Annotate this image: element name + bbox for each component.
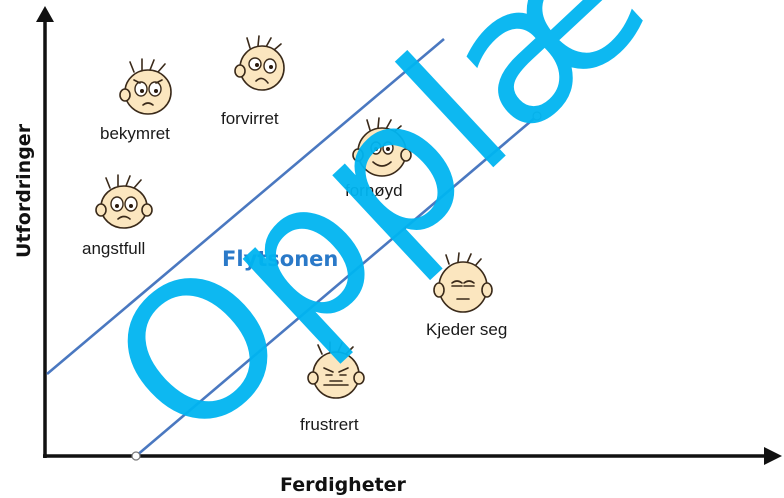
lower-line-end-handle — [532, 111, 542, 121]
worried-face-icon — [119, 58, 172, 115]
y-axis-title: Utfordringer — [13, 123, 35, 258]
flow-zone-label: Flytsonen — [222, 247, 338, 271]
confused-face-icon — [234, 35, 285, 91]
emotion-label-bekymret: bekymret — [100, 124, 170, 143]
lower-line-start-handle — [131, 451, 141, 461]
bored-face-icon — [433, 252, 493, 313]
frustrated-face-icon — [307, 341, 365, 399]
emotion-label-forvirret: forvirret — [221, 109, 279, 128]
flow-zone-upper-line — [46, 38, 445, 375]
emotion-label-fornoyd: fornøyd — [345, 181, 403, 200]
emotion-label-kjeder-seg: Kjeder seg — [426, 320, 507, 339]
flow-zone-lower-line — [135, 115, 538, 457]
emotion-label-angstfull: angstfull — [82, 239, 145, 258]
content-face-icon — [352, 117, 412, 177]
y-axis-arrow-icon — [36, 6, 54, 22]
emotion-label-frustrert: frustrert — [300, 415, 359, 434]
watermark: Opplæ — [70, 0, 689, 483]
x-axis-title: Ferdigheter — [280, 474, 407, 496]
anxious-face-icon — [95, 174, 153, 229]
x-axis-arrow-icon — [764, 447, 782, 465]
